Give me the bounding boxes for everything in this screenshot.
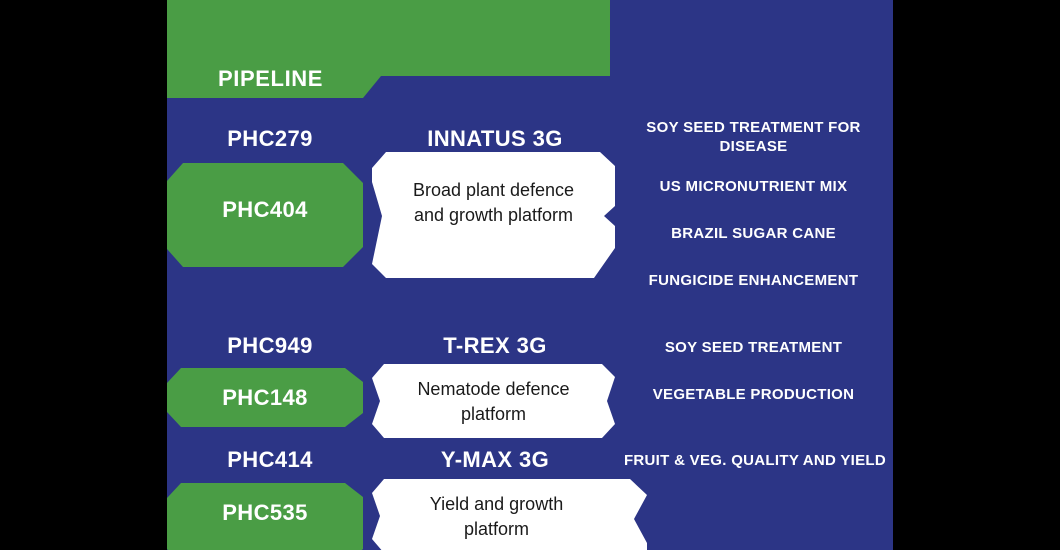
- application-label-soy-seed-treatment-for-disease: SOY SEED TREATMENT FOR DISEASE: [646, 119, 861, 156]
- pipeline-banner-label: PIPELINE: [218, 66, 324, 91]
- application-label-fruit-veg-quality-and-yield: FRUIT & VEG. QUALITY AND YIELD: [623, 452, 887, 469]
- description-card-innatus-3g: Broad plant defence and growth platform: [372, 152, 615, 278]
- application-label-fungicide-enhancement: FUNGICIDE ENHANCEMENT: [648, 272, 859, 289]
- description-card-y-max-3g: Yield and growth platform: [372, 479, 647, 550]
- description-card-t-rex-3g: Nematode defence platform: [372, 364, 615, 438]
- product-name-innatus-3g: INNATUS 3G: [427, 126, 563, 151]
- description-text-y-max-3g: Yield and growth platform: [429, 494, 564, 539]
- code-block-phc404: PHC404: [167, 163, 363, 267]
- product-name-y-max-3g: Y-MAX 3G: [440, 447, 550, 472]
- code-label-phc279: PHC279: [227, 126, 313, 151]
- application-label-vegetable-production: VEGETABLE PRODUCTION: [652, 386, 855, 403]
- code-block-phc148: PHC148: [167, 368, 363, 427]
- code-label-phc949: PHC949: [227, 333, 313, 358]
- description-text-innatus-3g: Broad plant defence and growth platform: [412, 180, 575, 225]
- application-label-us-micronutrient-mix: US MICRONUTRIENT MIX: [659, 178, 848, 195]
- code-block-label-phc535: PHC535: [222, 500, 308, 525]
- code-block-phc535: PHC535: [167, 483, 363, 550]
- code-label-phc414: PHC414: [227, 447, 313, 472]
- code-block-label-phc404: PHC404: [222, 197, 308, 222]
- product-name-t-rex-3g: T-REX 3G: [443, 333, 547, 358]
- code-block-label-phc148: PHC148: [222, 385, 308, 410]
- description-text-t-rex-3g: Nematode defence platform: [417, 379, 570, 424]
- application-label-brazil-sugar-cane: BRAZIL SUGAR CANE: [671, 225, 836, 242]
- application-label-soy-seed-treatment: SOY SEED TREATMENT: [664, 339, 843, 356]
